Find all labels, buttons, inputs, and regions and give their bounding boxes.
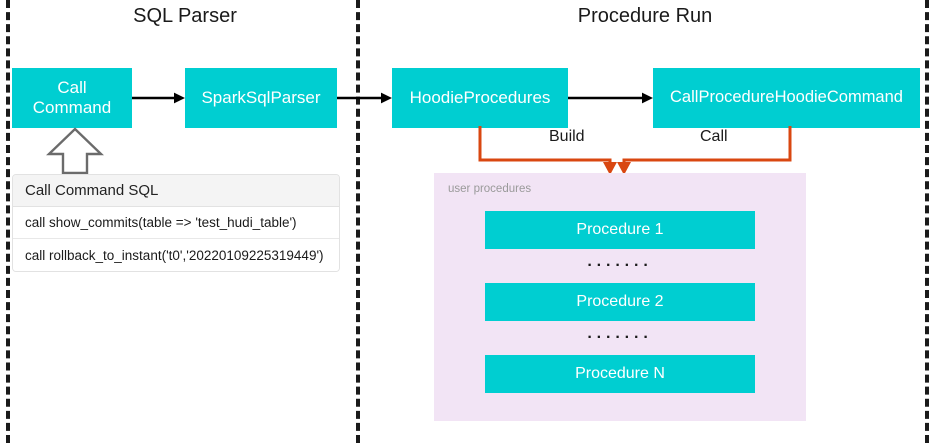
- node-call-command-label: Call Command: [33, 78, 111, 118]
- ellipsis-separator: ·······: [587, 257, 653, 274]
- node-call-procedure-hoodie-command[interactable]: CallProcedureHoodieCommand: [653, 68, 920, 128]
- ellipsis-separator: ·······: [587, 329, 653, 346]
- node-call-command-line2: Command: [32, 98, 112, 117]
- callout-up-arrow-icon: [46, 127, 104, 175]
- user-procedures-label: user procedures: [448, 183, 532, 195]
- sql-table-row: call show_commits(table => 'test_hudi_ta…: [13, 207, 339, 239]
- sql-table-row: call rollback_to_instant('t0','202201092…: [13, 239, 339, 271]
- procedure-bar[interactable]: Procedure 2: [485, 283, 755, 321]
- sql-table-header: Call Command SQL: [13, 175, 339, 207]
- call-command-sql-table: Call Command SQL call show_commits(table…: [12, 174, 340, 272]
- procedure-bar[interactable]: Procedure N: [485, 355, 755, 393]
- connector-label-call: Call: [697, 128, 731, 146]
- arrow-spark-sql-parser-to-hoodie-procedures: [337, 92, 392, 104]
- section-title-procedure-run: Procedure Run: [577, 5, 713, 27]
- connector-label-build: Build: [546, 128, 588, 146]
- node-spark-sql-parser[interactable]: SparkSqlParser: [185, 68, 337, 128]
- user-procedures-panel: user procedures Procedure 1 ······· Proc…: [434, 173, 806, 421]
- arrow-call-command-to-spark-sql-parser: [132, 92, 185, 104]
- procedure-bar[interactable]: Procedure 1: [485, 211, 755, 249]
- node-hoodie-procedures[interactable]: HoodieProcedures: [392, 68, 568, 128]
- arrow-hoodie-procedures-to-call-procedure-hoodie-command: [568, 92, 653, 104]
- node-call-command-line1: Call: [57, 77, 87, 97]
- divider-left: [6, 0, 10, 443]
- divider-middle: [356, 0, 360, 443]
- orange-build-call-connectors: [478, 126, 792, 175]
- section-title-sql-parser: SQL Parser: [133, 5, 237, 27]
- node-call-command[interactable]: Call Command: [12, 68, 132, 128]
- divider-right: [925, 0, 929, 443]
